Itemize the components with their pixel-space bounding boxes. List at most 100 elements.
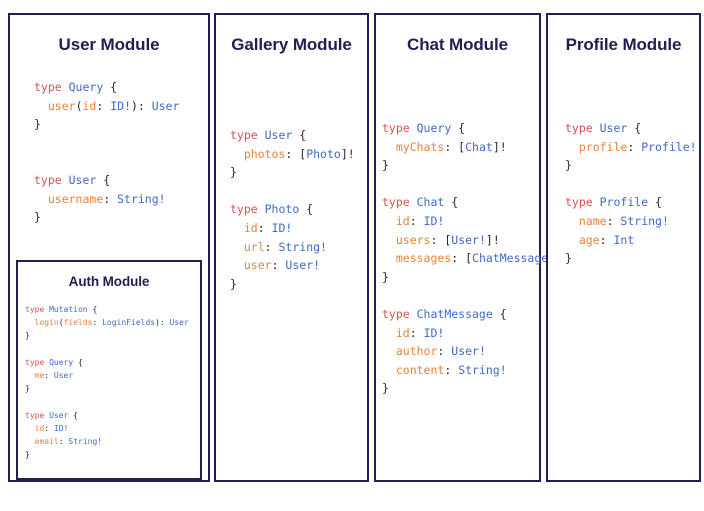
code-token: }	[565, 158, 572, 173]
schema-code-auth: type Mutation { login(fields: LoginField…	[25, 303, 200, 461]
code-token: }	[25, 450, 30, 460]
code-token	[382, 251, 396, 265]
module-panel-chat: Chat Module type Query { myChats: [Chat]…	[374, 13, 562, 482]
code-token: ):	[131, 98, 152, 113]
code-token: age	[578, 232, 600, 247]
code-token: User!	[451, 232, 486, 247]
code-token: ChatMessage	[416, 306, 493, 321]
code-token: ]!	[485, 232, 500, 247]
code-token: Chat	[465, 139, 493, 154]
module-title-profile: Profile Module	[565, 35, 682, 54]
code-token: {	[444, 195, 459, 210]
module-title-chat: Chat Module	[407, 35, 508, 54]
module-title-user: User Module	[58, 35, 160, 54]
code-token: User	[169, 318, 189, 328]
code-token: User!	[451, 344, 486, 359]
code-token: Chat	[416, 195, 445, 210]
code-token	[25, 318, 35, 327]
code-token: {	[292, 128, 307, 142]
code-token: }	[25, 384, 30, 394]
code-token: User	[49, 410, 69, 420]
code-token: {	[96, 172, 111, 187]
code-token: : [	[430, 232, 452, 247]
code-token: : [	[285, 146, 307, 161]
code-token: id	[243, 220, 258, 235]
code-token: author	[395, 344, 438, 359]
module-panel-gallery: Gallery Module type User { photos: [Phot…	[214, 13, 369, 482]
code-token: }	[382, 158, 389, 173]
code-token: LoginFields	[102, 318, 156, 328]
code-token: }	[34, 210, 41, 225]
code-token: User	[599, 121, 628, 135]
code-token: login	[34, 318, 59, 328]
code-token: }	[382, 381, 389, 396]
code-token	[565, 233, 579, 247]
code-token: :	[409, 325, 424, 340]
code-token: String!	[68, 437, 103, 447]
code-token: String!	[278, 239, 327, 254]
code-token: :	[257, 220, 272, 235]
code-token: : [	[451, 251, 473, 266]
code-token	[565, 140, 579, 154]
code-token: type	[25, 357, 50, 367]
module-title-gallery: Gallery Module	[231, 35, 352, 54]
code-token: type	[34, 172, 69, 187]
code-token: type	[25, 410, 50, 420]
code-token: messages	[395, 251, 452, 266]
code-token: }	[230, 165, 237, 180]
code-token: ID!	[423, 325, 445, 340]
code-token: type	[565, 121, 600, 135]
code-token: profile	[578, 139, 628, 154]
code-token: id	[395, 325, 410, 340]
code-token	[25, 424, 35, 433]
code-token: {	[87, 305, 98, 314]
code-token: fields	[63, 318, 93, 328]
code-token: ID!	[53, 423, 69, 433]
code-token: User	[53, 371, 74, 381]
code-token: {	[103, 80, 118, 94]
code-token: Query	[416, 121, 452, 135]
code-token: ]!	[492, 139, 507, 154]
code-token: User	[264, 128, 293, 142]
code-token: String!	[117, 191, 166, 206]
code-token: User	[151, 98, 180, 113]
code-token: {	[68, 410, 78, 420]
code-token: user	[47, 98, 76, 113]
code-token	[230, 240, 244, 254]
code-token: :	[96, 98, 111, 113]
code-token: :	[606, 213, 621, 228]
code-token: :	[92, 318, 103, 328]
code-token: id	[82, 98, 97, 113]
code-token: }	[382, 269, 389, 284]
code-token: }	[565, 251, 572, 266]
code-token: String!	[458, 362, 507, 377]
code-token: (	[75, 98, 83, 113]
code-token	[34, 99, 48, 113]
code-token: {	[492, 306, 507, 321]
code-token: :	[44, 423, 54, 433]
code-token: : [	[444, 139, 466, 154]
code-token: {	[627, 121, 642, 135]
code-token: ]!	[340, 146, 355, 161]
code-token: {	[648, 195, 662, 210]
schema-code-user: type Query { user(id: ID!): User } type …	[34, 78, 208, 227]
module-title-auth: Auth Module	[68, 274, 150, 289]
code-token: }	[25, 331, 30, 341]
code-token: :	[599, 232, 614, 247]
code-token: }	[230, 276, 237, 291]
code-token: type	[382, 121, 417, 135]
code-token: user	[243, 258, 272, 273]
code-token: Int	[613, 232, 635, 247]
code-token: :	[437, 344, 452, 359]
code-token	[25, 437, 35, 446]
code-token	[382, 214, 396, 228]
code-token: Mutation	[49, 305, 88, 314]
module-panel-user: User Module type Query { user(id: ID!): …	[8, 13, 210, 482]
code-token: :	[264, 239, 279, 254]
code-token: me	[34, 371, 45, 381]
code-token: :	[58, 437, 69, 447]
code-token: myChats	[395, 139, 445, 154]
module-panel-profile: Profile Module type User { profile: Prof…	[546, 13, 701, 482]
code-token: :	[44, 371, 54, 381]
